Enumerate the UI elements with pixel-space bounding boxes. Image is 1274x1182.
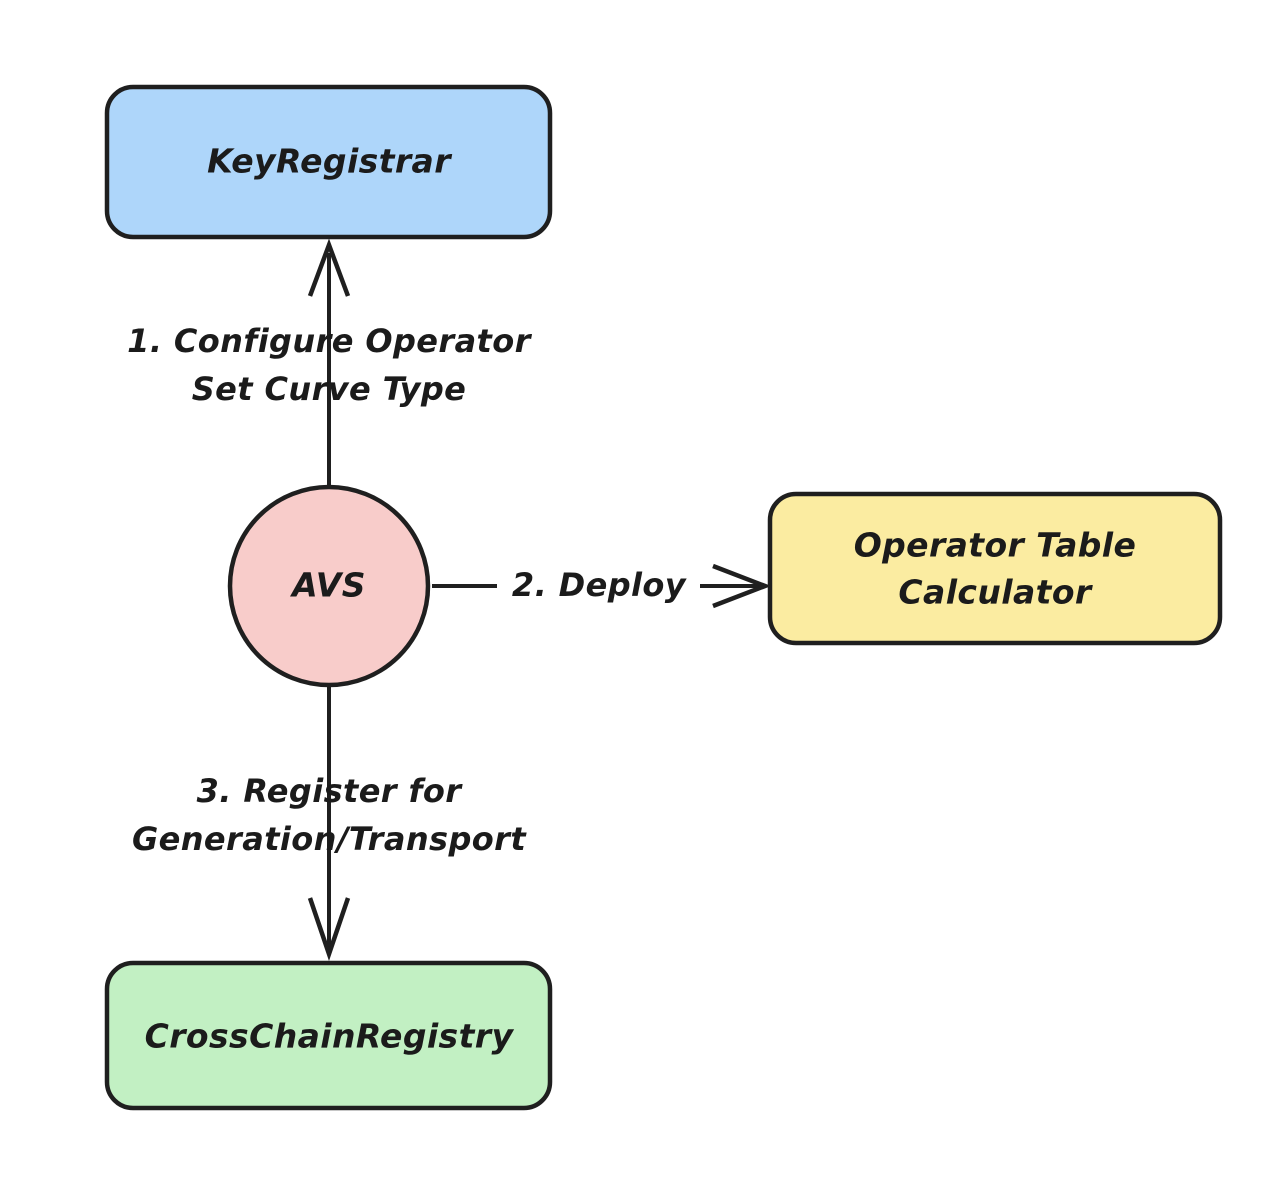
edge-label-2-line1: 2. Deploy — [512, 566, 687, 604]
edge-label-1-line2: Set Curve Type — [192, 370, 467, 408]
arrowhead-up-key-registrar — [307, 238, 351, 297]
edge-label-3-line2: Generation/Transport — [132, 820, 527, 858]
node-key-registrar-label: KeyRegistrar — [207, 142, 452, 181]
node-avs[interactable]: AVS — [227, 484, 431, 688]
node-cross-chain-registry-shape — [104, 960, 553, 1111]
edge-avs-to-key-registrar[interactable]: 1. Configure Operator Set Curve Type — [127, 238, 532, 487]
arrowhead-right-calculator — [712, 563, 772, 609]
node-avs-shape — [227, 484, 431, 688]
edge-label-1-line1: 1. Configure Operator — [127, 322, 532, 360]
node-cross-chain-registry-label: CrossChainRegistry — [145, 1017, 515, 1056]
node-operator-table-calculator-label-line1: Operator Table — [854, 526, 1137, 565]
node-key-registrar[interactable]: KeyRegistrar — [104, 84, 553, 240]
node-cross-chain-registry[interactable]: CrossChainRegistry — [104, 960, 553, 1111]
node-operator-table-calculator-shape — [767, 491, 1223, 646]
arrowhead-down-cross-chain-registry — [307, 897, 351, 962]
edge-avs-to-cross-chain-registry[interactable]: 3. Register for Generation/Transport — [132, 684, 527, 962]
node-key-registrar-shape — [104, 84, 553, 240]
node-operator-table-calculator-label-line2: Calculator — [898, 573, 1092, 612]
node-operator-table-calculator[interactable]: Operator Table Calculator — [767, 491, 1223, 646]
node-avs-label: AVS — [289, 566, 366, 605]
edge-label-3-line1: 3. Register for — [197, 772, 464, 810]
edge-avs-to-operator-table-calculator[interactable]: 2. Deploy — [432, 563, 772, 609]
